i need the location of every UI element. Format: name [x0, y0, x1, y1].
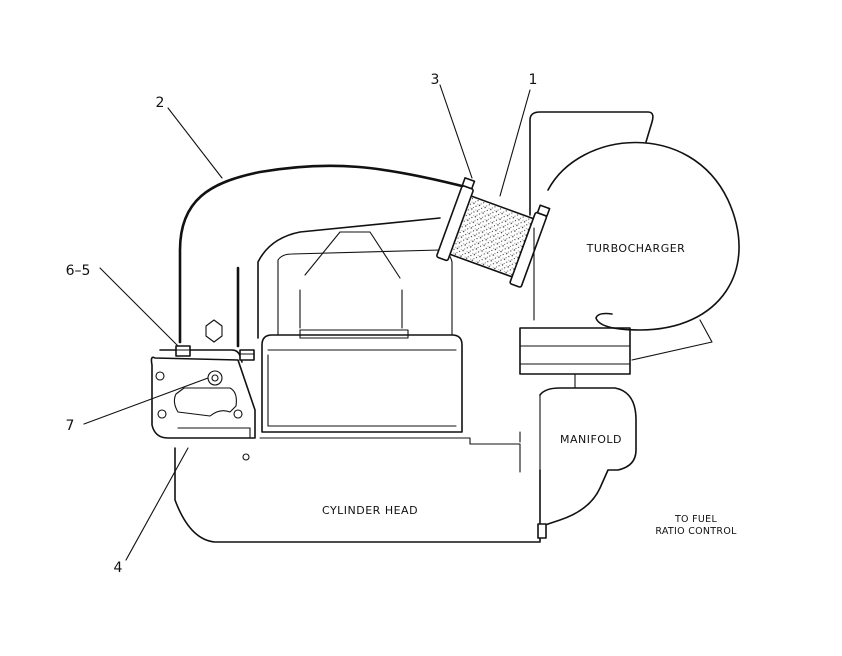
callout-7: 7	[66, 418, 75, 434]
hose-assembly	[436, 177, 551, 288]
cylinder-head: CYLINDER HEAD	[174, 431, 541, 543]
turbo-flange	[519, 327, 631, 389]
fuel-ratio-label-line1: TO FUEL	[674, 514, 718, 525]
callout-4: 4	[114, 560, 123, 576]
callout-2: 2	[156, 95, 165, 111]
cylinder-head-label: CYLINDER HEAD	[322, 504, 418, 517]
callout-6-5: 6–5	[66, 263, 91, 279]
bolts	[175, 345, 255, 361]
callout-1: 1	[529, 72, 538, 88]
intake-housing	[257, 217, 453, 339]
manifold-label: MANIFOLD	[560, 433, 622, 446]
callout-3: 3	[431, 72, 440, 88]
oil-supply-tube	[178, 164, 472, 348]
callout-numbers: 1 3 2 6–5 7 4	[66, 72, 538, 576]
turbocharger-label: TURBOCHARGER	[586, 242, 686, 255]
turbocharger: TURBOCHARGER	[529, 111, 740, 361]
fuel-ratio-label-line2: RATIO CONTROL	[655, 526, 737, 537]
valve-cover	[261, 231, 463, 433]
exhaust-manifold: MANIFOLD	[539, 387, 637, 526]
elbow-flange	[150, 319, 256, 439]
fuel-ratio-fitting: TO FUEL RATIO CONTROL	[537, 514, 737, 539]
leader-lines	[83, 84, 531, 561]
